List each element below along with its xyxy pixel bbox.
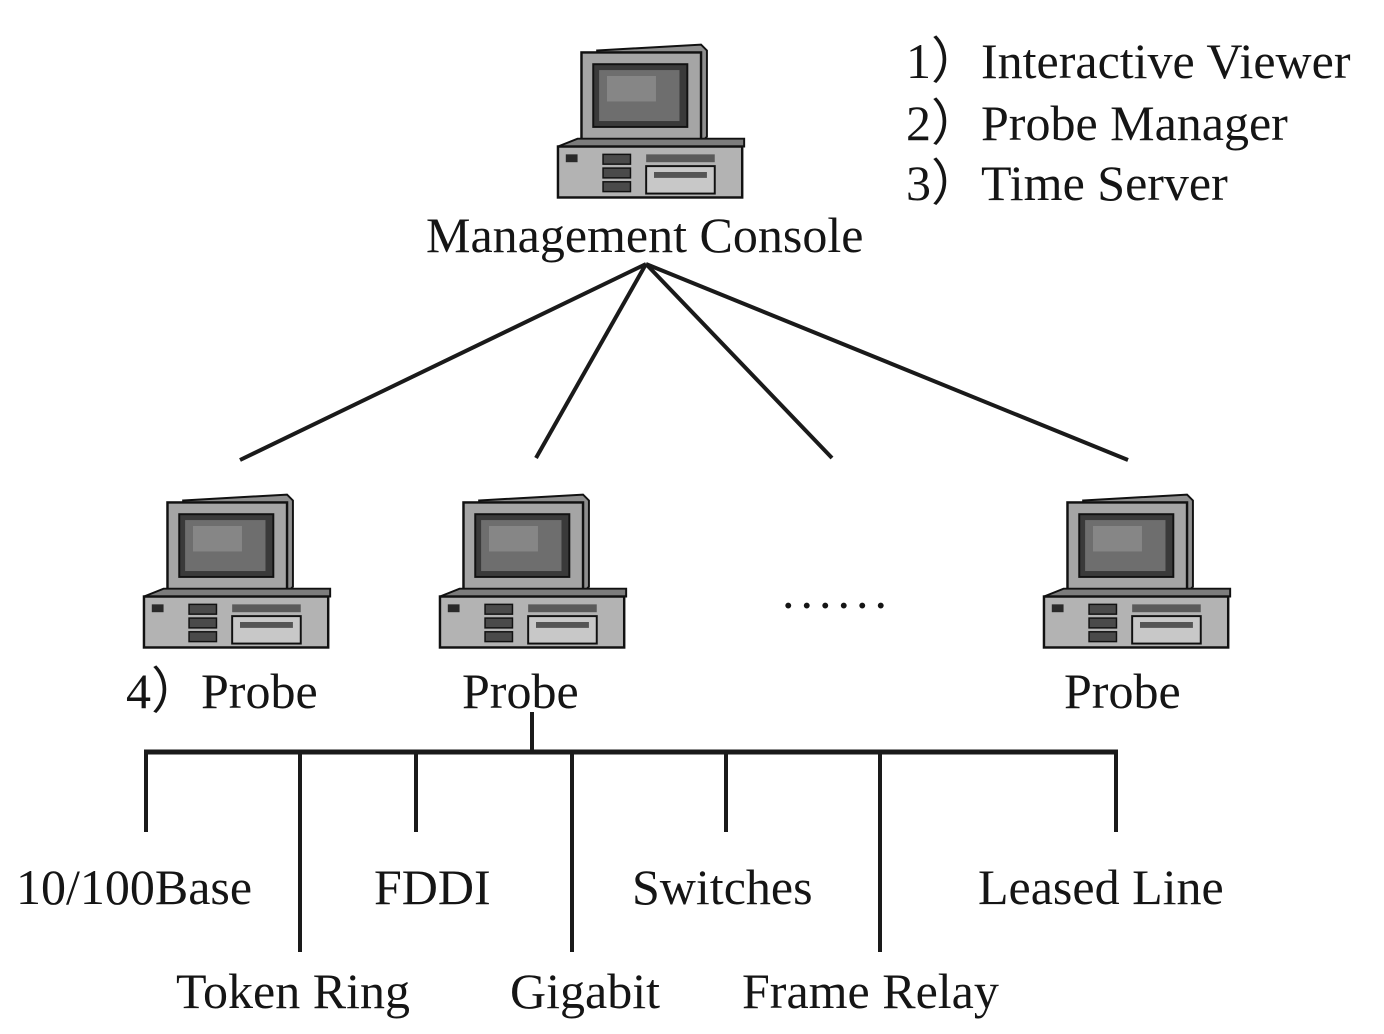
probe-1-label: 4）Probe [126,666,318,716]
legend-item-1: 1）Interactive Viewer [906,36,1350,86]
network-label-token-ring: Token Ring [176,963,410,1019]
probe-3-computer-icon [1042,493,1232,649]
console-label: Management Console [426,207,864,263]
legend-item-2: 2）Probe Manager [906,98,1288,148]
probe-1-computer-icon [142,493,332,649]
network-label-gigabit: Gigabit [510,963,660,1019]
legend-item-3-num: 3） [906,155,981,211]
network-label-frame-relay: Frame Relay [742,963,999,1019]
network-label-switches: Switches [632,859,813,915]
console-computer-icon [556,43,746,199]
legend-item-1-num: 1） [906,33,981,89]
link-console-probe-1 [239,262,647,462]
link-console-probe-2 [534,263,648,459]
link-console-probe-4 [645,262,1129,462]
network-label-10-100base: 10/100Base [16,859,253,915]
link-console-probe-3 [644,262,834,460]
legend-item-3-text: Time Server [981,155,1228,211]
probe-2-label: Probe [462,663,579,719]
probe-ellipsis: ...... [782,563,893,619]
legend-item-2-text: Probe Manager [981,95,1288,151]
probe-3-label: Probe [1064,663,1181,719]
probe-1-text: Probe [201,663,318,719]
legend-item-2-num: 2） [906,95,981,151]
probe-2-computer-icon [438,493,628,649]
network-label-leased-line: Leased Line [978,859,1224,915]
legend-item-3: 3）Time Server [906,158,1228,208]
legend-item-1-text: Interactive Viewer [981,33,1351,89]
probe-1-num: 4） [126,663,201,719]
network-label-fddi: FDDI [374,859,491,915]
